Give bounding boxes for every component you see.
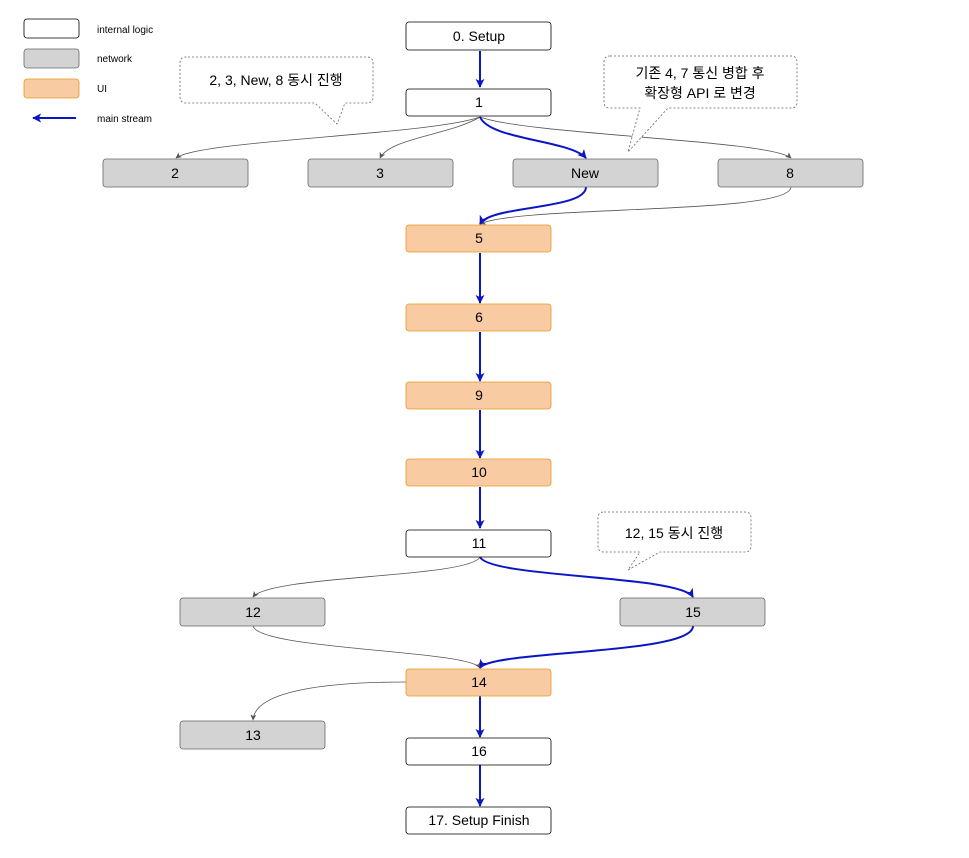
legend-network-swatch [23, 48, 80, 69]
node-16-label: 16 [471, 743, 487, 759]
note-parallel-1-callout [179, 56, 374, 125]
legend-ui-swatch [23, 78, 80, 99]
node-6-label: 6 [475, 309, 483, 325]
edge-1-to-new [479, 116, 587, 159]
legend-internal-swatch [23, 18, 80, 39]
node-14-label: 14 [471, 674, 487, 690]
legend: internal logic network UI main stream [23, 18, 153, 125]
node-setup: 0. Setup [405, 21, 552, 51]
node-2-label: 2 [171, 165, 179, 181]
edge-1-to-8 [479, 116, 792, 159]
node-5-label: 5 [475, 230, 483, 246]
note-parallel-2-callout [597, 511, 752, 571]
main-stream-edges [475, 51, 694, 807]
node-6: 6 [405, 303, 552, 332]
node-15: 15 [619, 597, 766, 627]
node-finish: 17. Setup Finish [405, 806, 552, 835]
node-1-label: 1 [475, 94, 483, 110]
node-12: 12 [179, 597, 326, 627]
node-new: New [512, 158, 659, 188]
legend-internal-label: internal logic [97, 25, 153, 36]
node-15-label: 15 [685, 604, 701, 620]
edge-1-to-2 [175, 116, 481, 159]
node-3: 3 [307, 158, 454, 188]
note-api-change-callout [603, 55, 798, 153]
node-8: 8 [717, 158, 864, 188]
node-13-label: 13 [245, 727, 261, 743]
note-parallel-1: 2, 3, New, 8 동시 진행 [179, 56, 374, 125]
legend-ui-label: UI [97, 84, 107, 95]
node-9-label: 9 [475, 387, 483, 403]
legend-main-stream-label: main stream [97, 114, 152, 125]
node-13: 13 [179, 720, 326, 750]
node-16: 16 [405, 737, 552, 766]
node-2: 2 [102, 158, 249, 188]
node-10-label: 10 [471, 464, 487, 480]
node-5: 5 [405, 224, 552, 253]
legend-network-label: network [97, 54, 133, 65]
edge-15-to-14 [479, 625, 694, 669]
node-14: 14 [405, 668, 552, 697]
note-api-change-text-line1: 기존 4, 7 통신 병합 후 [635, 65, 764, 81]
edge-new-to-5 [479, 186, 587, 225]
note-parallel-1-text: 2, 3, New, 8 동시 진행 [209, 72, 342, 88]
node-11-label: 11 [472, 535, 487, 551]
node-finish-label: 17. Setup Finish [428, 812, 529, 828]
node-12-label: 12 [245, 604, 261, 620]
note-api-change: 기존 4, 7 통신 병합 후 확장형 API 로 변경 [603, 55, 798, 153]
node-9: 9 [405, 381, 552, 410]
edge-12-to-14 [252, 625, 481, 669]
edge-11-to-12 [252, 556, 481, 598]
note-api-change-text-line2: 확장형 API 로 변경 [644, 85, 756, 101]
edge-14-to-13 [250, 681, 407, 721]
node-setup-label: 0. Setup [453, 28, 505, 44]
node-10: 10 [405, 458, 552, 487]
edge-1-to-3 [379, 116, 481, 159]
note-parallel-2-text: 12, 15 동시 진행 [625, 525, 723, 541]
secondary-edges [175, 116, 792, 721]
node-8-label: 8 [786, 165, 794, 181]
node-1: 1 [405, 88, 552, 117]
node-new-label: New [571, 165, 600, 181]
note-parallel-2: 12, 15 동시 진행 [597, 511, 752, 571]
node-3-label: 3 [376, 165, 384, 181]
edge-8-to-5 [479, 186, 792, 225]
node-11: 11 [405, 529, 552, 558]
edge-11-to-15 [479, 556, 694, 598]
